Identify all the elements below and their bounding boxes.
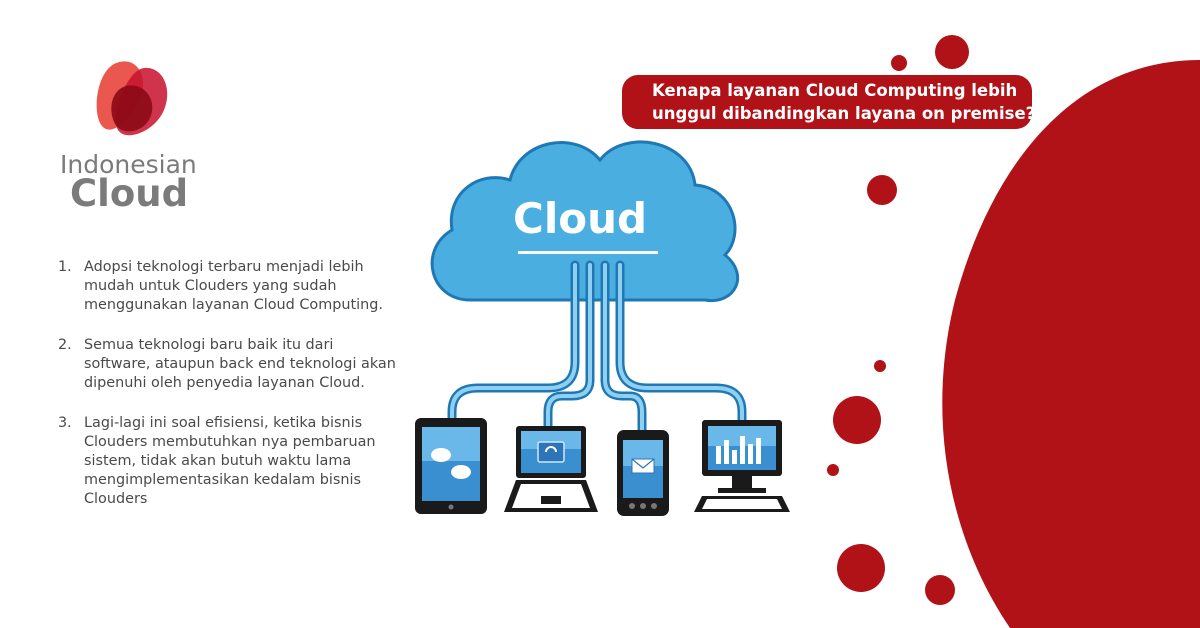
question-text: Kenapa layanan Cloud Computing lebih ung… <box>652 81 1036 123</box>
cloud-icon <box>430 140 739 302</box>
flame-petals-icon <box>96 61 168 136</box>
laptop-icon <box>504 426 598 512</box>
phone-icon <box>617 430 669 516</box>
question-banner <box>622 75 1032 129</box>
brand-name-top: Indonesian <box>60 150 197 179</box>
benefit-list: 1. Adopsi teknologi terbaru menjadi lebi… <box>58 258 398 530</box>
list-item: 1. Adopsi teknologi terbaru menjadi lebi… <box>58 258 398 315</box>
brand-name-bottom: Cloud <box>70 172 189 215</box>
list-item: 3. Lagi-lagi ini soal efisiensi, ketika … <box>58 414 398 509</box>
list-text: Lagi-lagi ini soal efisiensi, ketika bis… <box>84 415 376 507</box>
cloud-label: Cloud <box>513 194 648 243</box>
list-number: 3. <box>58 415 72 431</box>
desktop-icon <box>694 420 790 512</box>
cloud-label-underline <box>518 251 658 254</box>
list-item: 2. Semua teknologi baru baik itu dari so… <box>58 336 398 393</box>
connector-lines <box>447 260 747 435</box>
list-text: Semua teknologi baru baik itu dari softw… <box>84 337 396 391</box>
tablet-icon <box>415 418 487 514</box>
list-text: Adopsi teknologi terbaru menjadi lebih m… <box>84 259 383 313</box>
list-number: 2. <box>58 337 72 353</box>
list-number: 1. <box>58 259 72 275</box>
